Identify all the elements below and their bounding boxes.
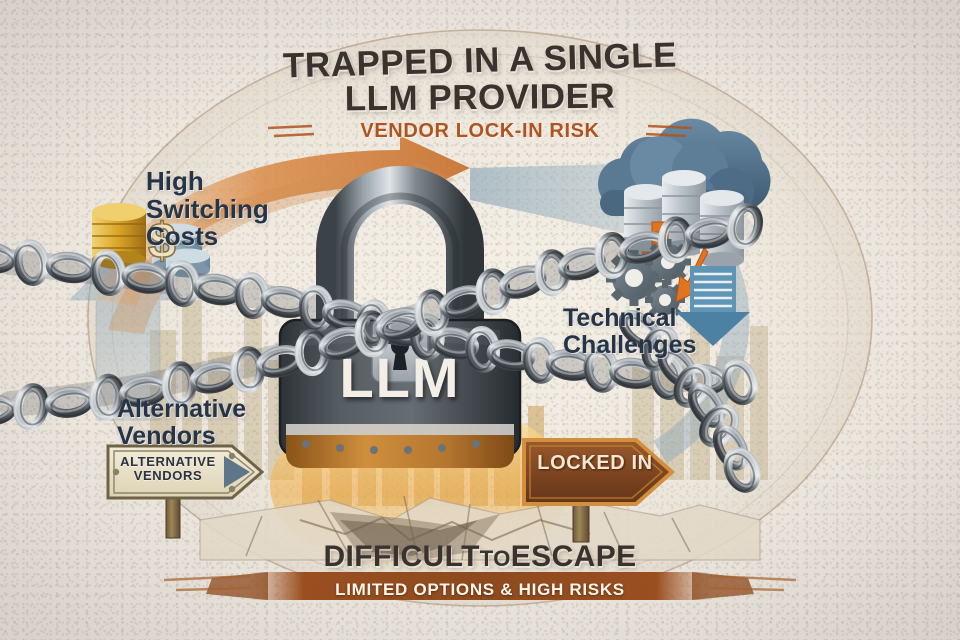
label-technical-challenges: Technical Challenges bbox=[563, 305, 763, 358]
label-high-switching-costs: High Switching Costs bbox=[146, 166, 336, 252]
alternative-line-1: Alternative bbox=[117, 395, 247, 423]
page-title: TRAPPED IN A SINGLE LLM PROVIDER bbox=[0, 36, 960, 118]
svg-text:$: $ bbox=[148, 213, 176, 269]
label-alternative-vendors: Alternative Vendors bbox=[117, 396, 317, 449]
bottom-headline: DIFFICULTTOESCAPE bbox=[0, 540, 960, 574]
switching-line-1: High bbox=[146, 166, 204, 196]
chain-icon-lower bbox=[0, 202, 764, 430]
ribbon-text: LIMITED OPTIONS & HIGH RISKS bbox=[335, 580, 625, 599]
frame-oval-stroke bbox=[87, 29, 873, 607]
page-subtitle: VENDOR LOCK-IN RISK bbox=[360, 120, 600, 142]
bottom-headline-small: TO bbox=[479, 546, 511, 571]
signpost-locked-in bbox=[522, 438, 676, 543]
bottom-headline-strong: DIFFICULT bbox=[323, 540, 480, 573]
subtitle-flourish bbox=[267, 124, 693, 138]
download-arrow-icon bbox=[676, 266, 750, 346]
bottom-headline-strong-2: ESCAPE bbox=[510, 540, 637, 573]
technical-line-1: Technical bbox=[563, 304, 677, 332]
signpost-alternative-vendors bbox=[106, 444, 265, 539]
chain-icon-right bbox=[618, 310, 761, 493]
switching-line-3: Costs bbox=[146, 221, 219, 252]
alternative-line-2: Vendors bbox=[117, 421, 216, 450]
technical-line-2: Challenges bbox=[563, 330, 697, 359]
bottom-ribbon bbox=[163, 124, 797, 600]
dollar-sign-icon: $ bbox=[147, 212, 177, 270]
cracked-ground-icon bbox=[199, 495, 761, 561]
switching-line-2: Switching bbox=[146, 193, 269, 224]
